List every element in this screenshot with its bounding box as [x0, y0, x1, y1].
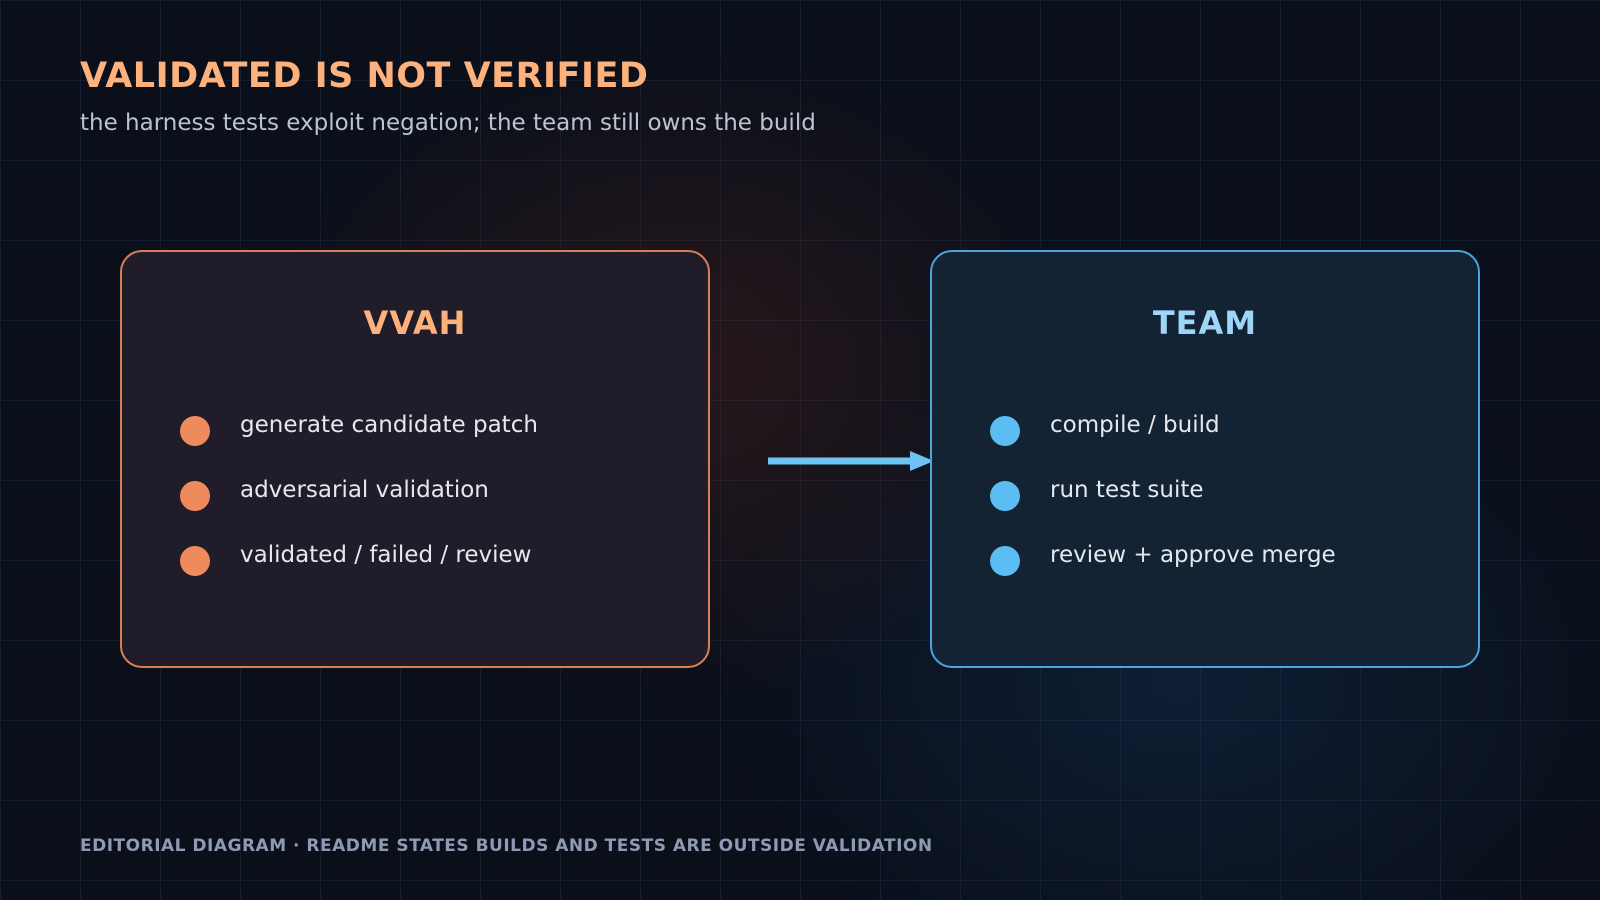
list-item-label: review + approve merge	[1050, 542, 1336, 568]
list-item-label: adversarial validation	[240, 477, 489, 503]
flow-arrow-icon	[768, 451, 934, 471]
bullet-dot-icon	[180, 481, 210, 511]
list-item-label: run test suite	[1050, 477, 1204, 503]
page-title: VALIDATED IS NOT VERIFIED	[80, 56, 649, 96]
team-panel: TEAM compile / build run test suite revi…	[930, 250, 1480, 668]
bullet-dot-icon	[180, 546, 210, 576]
list-item-label: compile / build	[1050, 412, 1220, 438]
bullet-dot-icon	[990, 416, 1020, 446]
vvah-panel-title: VVAH	[363, 304, 467, 342]
bullet-dot-icon	[990, 546, 1020, 576]
team-panel-title: TEAM	[1152, 304, 1258, 342]
footer-caption: EDITORIAL DIAGRAM · README STATES BUILDS…	[80, 836, 933, 856]
vvah-panel: VVAH generate candidate patch adversaria…	[120, 250, 710, 668]
bullet-dot-icon	[180, 416, 210, 446]
bullet-dot-icon	[990, 481, 1020, 511]
page-subtitle: the harness tests exploit negation; the …	[80, 110, 816, 136]
list-item-label: generate candidate patch	[240, 412, 538, 438]
list-item-label: validated / failed / review	[240, 542, 532, 568]
arrow-head	[910, 451, 934, 471]
